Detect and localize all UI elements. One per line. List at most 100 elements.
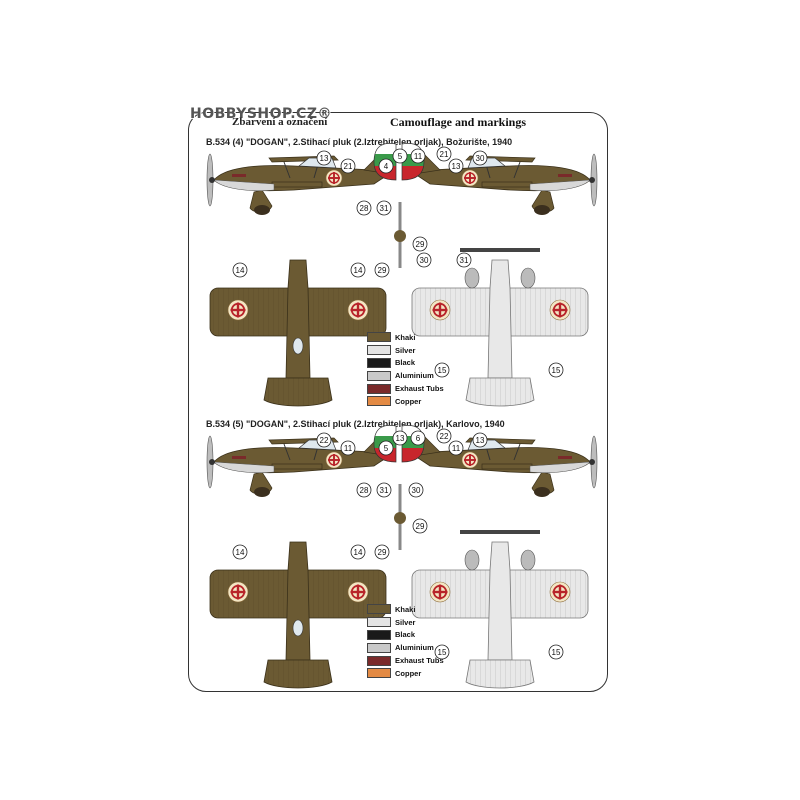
spinner xyxy=(209,177,215,183)
callout-number: 28 xyxy=(360,486,369,495)
wheel xyxy=(254,205,270,215)
side-profile xyxy=(206,431,393,497)
callout-number: 30 xyxy=(420,256,429,265)
flag-white xyxy=(374,425,396,436)
legend-item: Silver xyxy=(367,344,444,357)
callout-circle xyxy=(472,432,488,448)
underside-silver xyxy=(213,461,275,473)
underside-silver xyxy=(213,179,275,191)
callout-circle xyxy=(340,440,356,456)
legend-item: Khaki xyxy=(367,331,444,344)
legend-item: Black xyxy=(367,629,444,642)
callout-number: 4 xyxy=(384,162,389,171)
callout-circle xyxy=(434,644,450,660)
callout-number: 14 xyxy=(354,266,363,275)
lower-wing xyxy=(271,463,323,470)
wheel-spat xyxy=(520,267,536,289)
callout-circle xyxy=(378,440,394,456)
roundel-cross-h xyxy=(464,177,476,179)
callout-number: 29 xyxy=(378,548,387,557)
callout-number: 11 xyxy=(344,444,353,453)
legend-swatch-black xyxy=(367,357,391,368)
roundel-cross-h xyxy=(350,308,366,312)
callout-circle xyxy=(232,544,248,560)
spinner xyxy=(589,177,595,183)
lower-wing xyxy=(481,181,533,188)
callout-number: 31 xyxy=(380,204,389,213)
top-view-aircraft xyxy=(209,541,387,689)
tailplane-under xyxy=(465,377,535,407)
callout-circle xyxy=(316,432,332,448)
underside-silver xyxy=(529,461,591,473)
callout-number: 29 xyxy=(378,266,387,275)
roundel-cross-h xyxy=(432,308,448,312)
callout-number: 14 xyxy=(236,548,245,557)
roundel-cross-h xyxy=(328,459,340,461)
callout-circle xyxy=(340,158,356,174)
callout-number: 22 xyxy=(320,436,329,445)
fuselage-bottom xyxy=(487,541,513,661)
callout-circle xyxy=(376,200,392,216)
bottom-view-aircraft xyxy=(411,248,589,407)
wheel-spat xyxy=(464,549,480,571)
color-legend-1: Khaki Silver Black Aluminium Exhaust Tub… xyxy=(367,331,444,408)
exhaust-tubes xyxy=(558,174,572,177)
tailplane xyxy=(263,377,333,407)
fuselage-bottom xyxy=(487,259,513,379)
callout-circle xyxy=(434,362,450,378)
legend-item: Aluminium xyxy=(367,641,444,654)
callout-circle xyxy=(448,158,464,174)
legend-item: Exhaust Tubs xyxy=(367,654,444,667)
wing-strut xyxy=(283,443,291,461)
callout-number: 21 xyxy=(440,150,449,159)
color-legend-2: Khaki Silver Black Aluminium Exhaust Tub… xyxy=(367,603,444,680)
flag-white xyxy=(402,425,424,436)
callout-circle xyxy=(412,236,428,252)
title-czech: Zbarvení a označení xyxy=(232,116,328,128)
callout-circle xyxy=(350,544,366,560)
callout-circle xyxy=(392,430,408,446)
tailplane xyxy=(263,659,333,689)
prop-hub-icon xyxy=(394,512,406,524)
legend-swatch-silver xyxy=(367,617,391,628)
callout-circle xyxy=(356,200,372,216)
watermark-logo: HOBBYSHOP.CZ® xyxy=(190,106,332,122)
top-view-aircraft xyxy=(209,259,387,407)
callout-number: 15 xyxy=(438,648,447,657)
callout-number: 14 xyxy=(236,266,245,275)
callout-circle xyxy=(378,158,394,174)
callout-number: 29 xyxy=(416,240,425,249)
callout-circle xyxy=(392,148,408,164)
legend-swatch-exhaust xyxy=(367,655,391,666)
legend-swatch-copper xyxy=(367,396,391,407)
callout-circle xyxy=(548,362,564,378)
callout-number: 31 xyxy=(460,256,469,265)
underside-silver xyxy=(529,179,591,191)
legend-item: Aluminium xyxy=(367,369,444,382)
callout-number: 15 xyxy=(552,366,561,375)
callout-number: 29 xyxy=(416,522,425,531)
callout-circle xyxy=(408,482,424,498)
roundel-cross-h xyxy=(432,590,448,594)
rudder-outline xyxy=(373,425,397,463)
callout-number: 13 xyxy=(452,162,461,171)
propeller xyxy=(460,248,540,252)
wheel-spat xyxy=(520,549,536,571)
legend-swatch-copper xyxy=(367,668,391,679)
callout-circle xyxy=(456,252,472,268)
wheel xyxy=(534,205,550,215)
title-english: Camouflage and markings xyxy=(390,115,527,129)
callout-number: 31 xyxy=(380,486,389,495)
legend-swatch-khaki xyxy=(367,332,391,343)
callout-circle xyxy=(374,544,390,560)
callout-number: 11 xyxy=(452,444,461,453)
callout-number: 30 xyxy=(476,154,485,163)
callout-circle xyxy=(548,644,564,660)
wing-strut xyxy=(513,161,521,179)
callout-number: 21 xyxy=(344,162,353,171)
wheel xyxy=(254,487,270,497)
legend-swatch-khaki xyxy=(367,604,391,615)
callout-circle xyxy=(376,482,392,498)
bottom-view-aircraft xyxy=(411,530,589,689)
legend-item: Khaki xyxy=(367,603,444,616)
